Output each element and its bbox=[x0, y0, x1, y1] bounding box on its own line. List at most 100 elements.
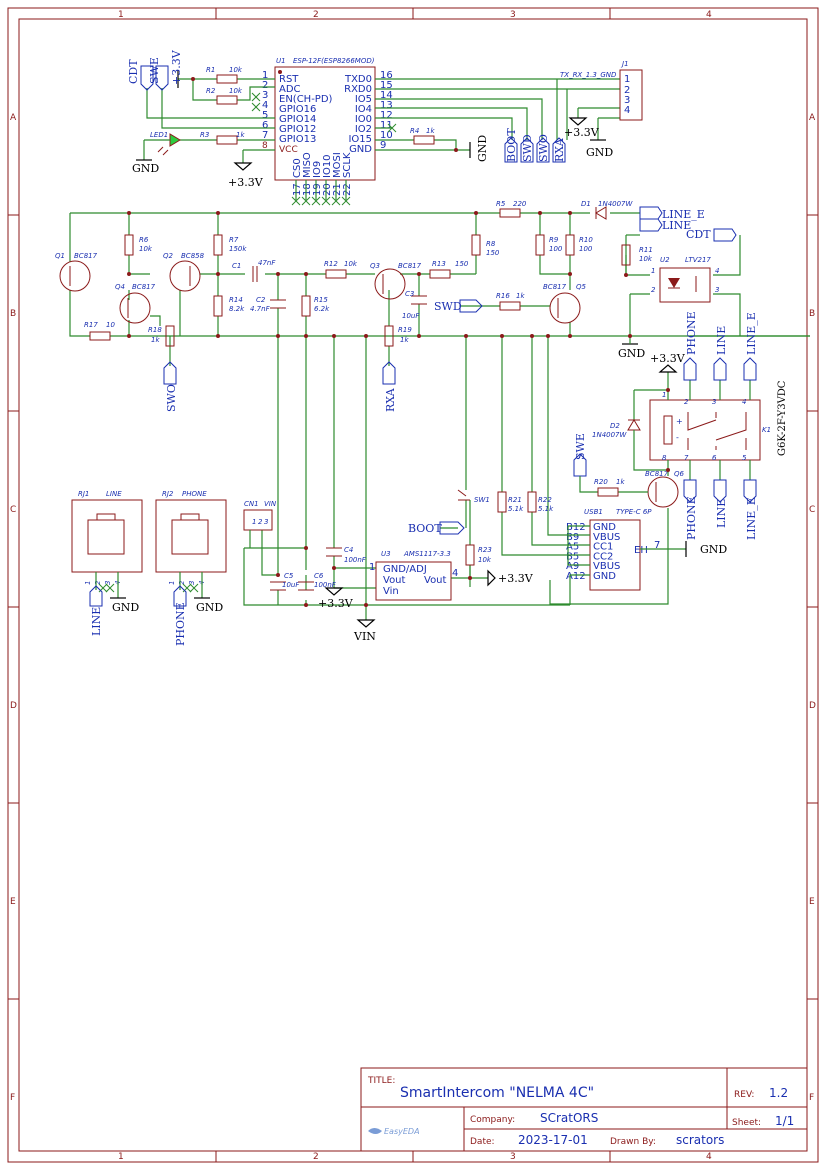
rev-label: REV: bbox=[734, 1090, 754, 1100]
line-interface-wiring bbox=[69, 212, 810, 366]
title-label: TITLE: bbox=[367, 1076, 395, 1086]
u1-pin-cs0: CS0 bbox=[292, 158, 303, 178]
grid-col-2-bottom: 2 bbox=[313, 1152, 319, 1162]
transistors: Q1 BC817 Q2 BC858 Q3 BC817 Q4 BC817 BC81… bbox=[55, 252, 685, 508]
drawn-by-value: scrators bbox=[676, 1133, 724, 1147]
u1-pin-num-18: 18 bbox=[302, 183, 313, 196]
analog-resistors: R6 10k R7 150k R5 220 R8 150 R9 100 R10 … bbox=[84, 200, 653, 347]
u1-pin-num-13: 13 bbox=[380, 100, 393, 111]
r16-val: 1k bbox=[516, 292, 525, 300]
c6-val: 100nF bbox=[314, 581, 337, 589]
c2-val: 4.7nF bbox=[250, 305, 271, 313]
r2-val: 10k bbox=[229, 87, 243, 95]
power-components: C4 100nF C5 10uF C6 100nF R21 5.1k R22 5… bbox=[270, 489, 554, 591]
k1-pin-1: 1 bbox=[662, 391, 666, 399]
u1-pin-txd0: TXD0 bbox=[344, 74, 372, 85]
rj1-pin-1: 1 bbox=[84, 581, 92, 585]
k1-coil-plus: + bbox=[676, 417, 683, 426]
k1-pin-8: 8 bbox=[662, 454, 667, 462]
company-label: Company: bbox=[470, 1115, 515, 1125]
k1-relay: K1 G6K-2F-Y3VDC + - 1 2 3 4 5 6 7 8 bbox=[649, 380, 788, 462]
net-swd-a: SWD bbox=[434, 300, 462, 313]
rj1-ref: RJ1 bbox=[78, 490, 89, 498]
net-rxa-a: RXA bbox=[384, 387, 397, 412]
u2-pin-1: 1 bbox=[651, 267, 655, 275]
u1-pin-io4: IO4 bbox=[355, 104, 372, 115]
gnd-j1: GND bbox=[586, 146, 613, 159]
v33-u3: +3.3V bbox=[498, 572, 534, 585]
v33-k1: +3.3V bbox=[650, 352, 686, 365]
q6-part: BC817 bbox=[645, 470, 669, 478]
r4-val: 1k bbox=[426, 127, 435, 135]
usb1-pin-vbus-1: VBUS bbox=[593, 532, 620, 543]
easyeda-logo-text: EasyEDA bbox=[384, 1127, 420, 1136]
gnd-u1: GND bbox=[476, 135, 489, 162]
u3-pin-vin: Vin bbox=[383, 586, 399, 597]
r5-ref: R5 bbox=[496, 200, 506, 208]
cn1-pin-2: 2 bbox=[258, 518, 263, 526]
u1-ref: U1 bbox=[276, 57, 286, 65]
grid-row-f: F bbox=[10, 1093, 15, 1103]
r7-ref: R7 bbox=[229, 236, 239, 244]
net-line-e-k1-top: LINE_E bbox=[745, 312, 758, 355]
date-value: 2023-17-01 bbox=[518, 1133, 588, 1147]
u1-pin-sclk: SCLK bbox=[342, 152, 353, 178]
rj1-pin-3: 3 bbox=[104, 581, 112, 585]
q4-part: BC817 bbox=[132, 283, 156, 291]
net-rxa-u1: RXA bbox=[553, 137, 566, 162]
rj1-pin-2: 2 bbox=[94, 580, 102, 585]
u1-pin-num-1: 1 bbox=[262, 70, 268, 81]
k1-pin-3: 3 bbox=[712, 398, 716, 406]
u3-pin-vout: Vout bbox=[383, 575, 406, 586]
u1-pin-num-19: 19 bbox=[312, 183, 323, 196]
k1-coil-minus: - bbox=[676, 433, 679, 442]
usb1-pin-cc2-3: CC2 bbox=[593, 551, 613, 562]
r6-val: 10k bbox=[139, 245, 153, 253]
c4-val: 100nF bbox=[344, 556, 367, 564]
cn1-part: VIN bbox=[264, 500, 277, 508]
r18-ref: R18 bbox=[148, 326, 162, 334]
j1-ref: J1 bbox=[620, 60, 629, 68]
c2-ref: C2 bbox=[256, 296, 266, 304]
j1-pin-3: 3 bbox=[624, 95, 630, 106]
u1-pin-miso: MISO bbox=[302, 152, 313, 178]
k1-part: G6K-2F-Y3VDC bbox=[777, 380, 788, 456]
gnd-led: GND bbox=[132, 162, 159, 175]
u1-pin-num-12: 12 bbox=[380, 110, 393, 121]
r1-val: 10k bbox=[229, 66, 243, 74]
usb1-eh-num: 7 bbox=[654, 540, 660, 551]
u1-pin-io5: IO5 bbox=[355, 94, 372, 105]
u1-pin-num-14: 14 bbox=[380, 90, 393, 101]
r21-val: 5.1k bbox=[508, 505, 524, 513]
rj2-pin-2: 2 bbox=[178, 580, 186, 585]
analog-capacitors: C1 47nF C2 4.7nF C3 10uF bbox=[232, 259, 427, 320]
grid-col-3: 3 bbox=[510, 10, 516, 20]
net-line-a: LINE bbox=[662, 219, 691, 232]
k1-pin-7: 7 bbox=[684, 454, 689, 462]
k1-ref: K1 bbox=[762, 426, 771, 434]
net-swe-top: SWE bbox=[148, 57, 161, 84]
u3-num-4: 4 bbox=[452, 568, 458, 579]
schematic-title: SmartIntercom "NELMA 4C" bbox=[400, 1085, 594, 1101]
j1-pin-1: 1 bbox=[624, 74, 630, 85]
u2-pin-4: 4 bbox=[715, 267, 719, 275]
u3-pin-vout2: Vout bbox=[424, 575, 447, 586]
date-label: Date: bbox=[470, 1137, 495, 1147]
grid-row-b: B bbox=[10, 309, 16, 319]
j1-part: TX_RX_1.3_GND bbox=[560, 71, 617, 79]
r13-ref: R13 bbox=[432, 260, 446, 268]
u2-part: LTV217 bbox=[685, 256, 711, 264]
usb1-pin-num-3: B5 bbox=[566, 551, 579, 562]
c1-ref: C1 bbox=[232, 262, 241, 270]
u1-pin-rst: RST bbox=[279, 74, 299, 85]
r15-ref: R15 bbox=[314, 296, 328, 304]
net-cdt-a: CDT bbox=[686, 228, 711, 241]
net-boot-sw: BOOT bbox=[408, 522, 442, 535]
u1-pin-io0: IO0 bbox=[355, 114, 372, 125]
grid-col-4-bottom: 4 bbox=[706, 1152, 712, 1162]
u1-power-symbols: +3.3V GND +3.3V bbox=[132, 49, 264, 189]
r17-ref: R17 bbox=[84, 321, 98, 329]
drawing-frame bbox=[7, 7, 819, 1163]
r23-val: 10k bbox=[478, 556, 492, 564]
